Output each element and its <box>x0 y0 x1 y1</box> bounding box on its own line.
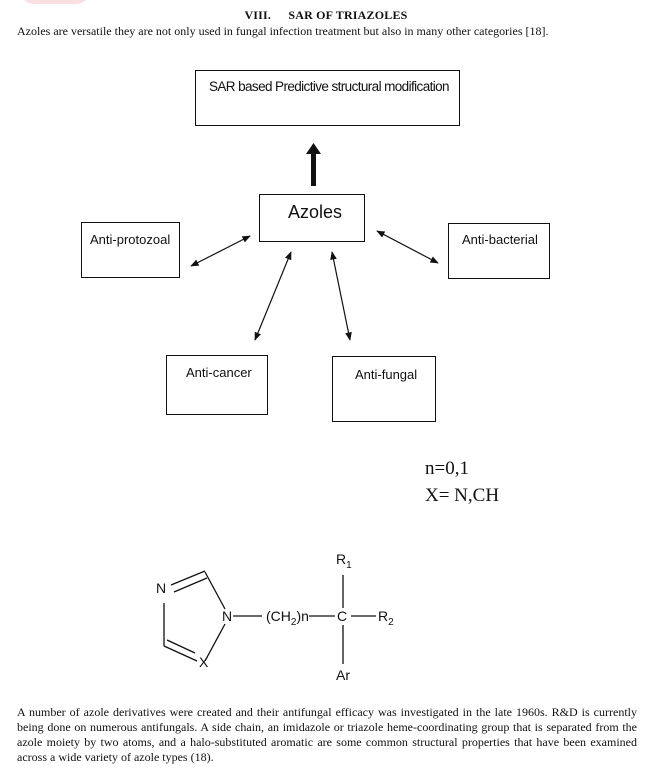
ring-nitrogen-top: N <box>156 580 167 596</box>
anti-bacterial-label: Anti-bacterial <box>462 232 538 247</box>
sar-modification-box <box>195 70 460 126</box>
arrow-azoles-fungal <box>330 251 352 341</box>
arrow-azoles-protozoal <box>190 235 251 267</box>
ring-nitrogen-link: N <box>222 608 233 624</box>
decorative-header-mark <box>20 0 90 4</box>
azoles-label: Azoles <box>288 202 343 222</box>
anti-cancer-label: Anti-cancer <box>186 365 252 380</box>
r1-substituent: R1 <box>336 551 352 571</box>
param-n: n=0,1 <box>425 458 469 479</box>
anti-protozoal-box <box>81 222 180 278</box>
anti-cancer-box <box>166 355 268 415</box>
azoles-box <box>259 194 365 242</box>
r2-substituent: R2 <box>378 608 394 628</box>
anti-fungal-label: Anti-fungal <box>355 367 418 382</box>
anti-protozoal-label: Anti-protozoal <box>90 232 171 247</box>
anti-fungal-box <box>332 356 436 422</box>
footer-paragraph: A number of azole derivatives were creat… <box>17 705 637 764</box>
section-heading: VIII. SAR OF TRIAZOLES <box>0 8 652 23</box>
aryl-group: Ar <box>336 667 350 683</box>
central-carbon: C <box>337 608 348 624</box>
ring-x-atom: X <box>199 654 209 670</box>
arrow-azoles-cancer <box>254 251 292 341</box>
section-title: SAR OF TRIAZOLES <box>288 8 408 22</box>
anti-bacterial-box <box>448 223 550 279</box>
up-arrow <box>306 143 321 186</box>
section-number: VIII. <box>244 8 272 22</box>
methylene-chain: (CH2)n <box>266 608 309 628</box>
intro-paragraph: Azoles are versatile they are not only u… <box>17 24 549 38</box>
param-x: X= N,CH <box>425 485 500 506</box>
arrow-azoles-bacterial <box>376 230 439 264</box>
structure-parameters: n=0,1 X= N,CH <box>425 455 499 509</box>
sar-modification-label: SAR based Predictive structural modifica… <box>209 79 450 94</box>
